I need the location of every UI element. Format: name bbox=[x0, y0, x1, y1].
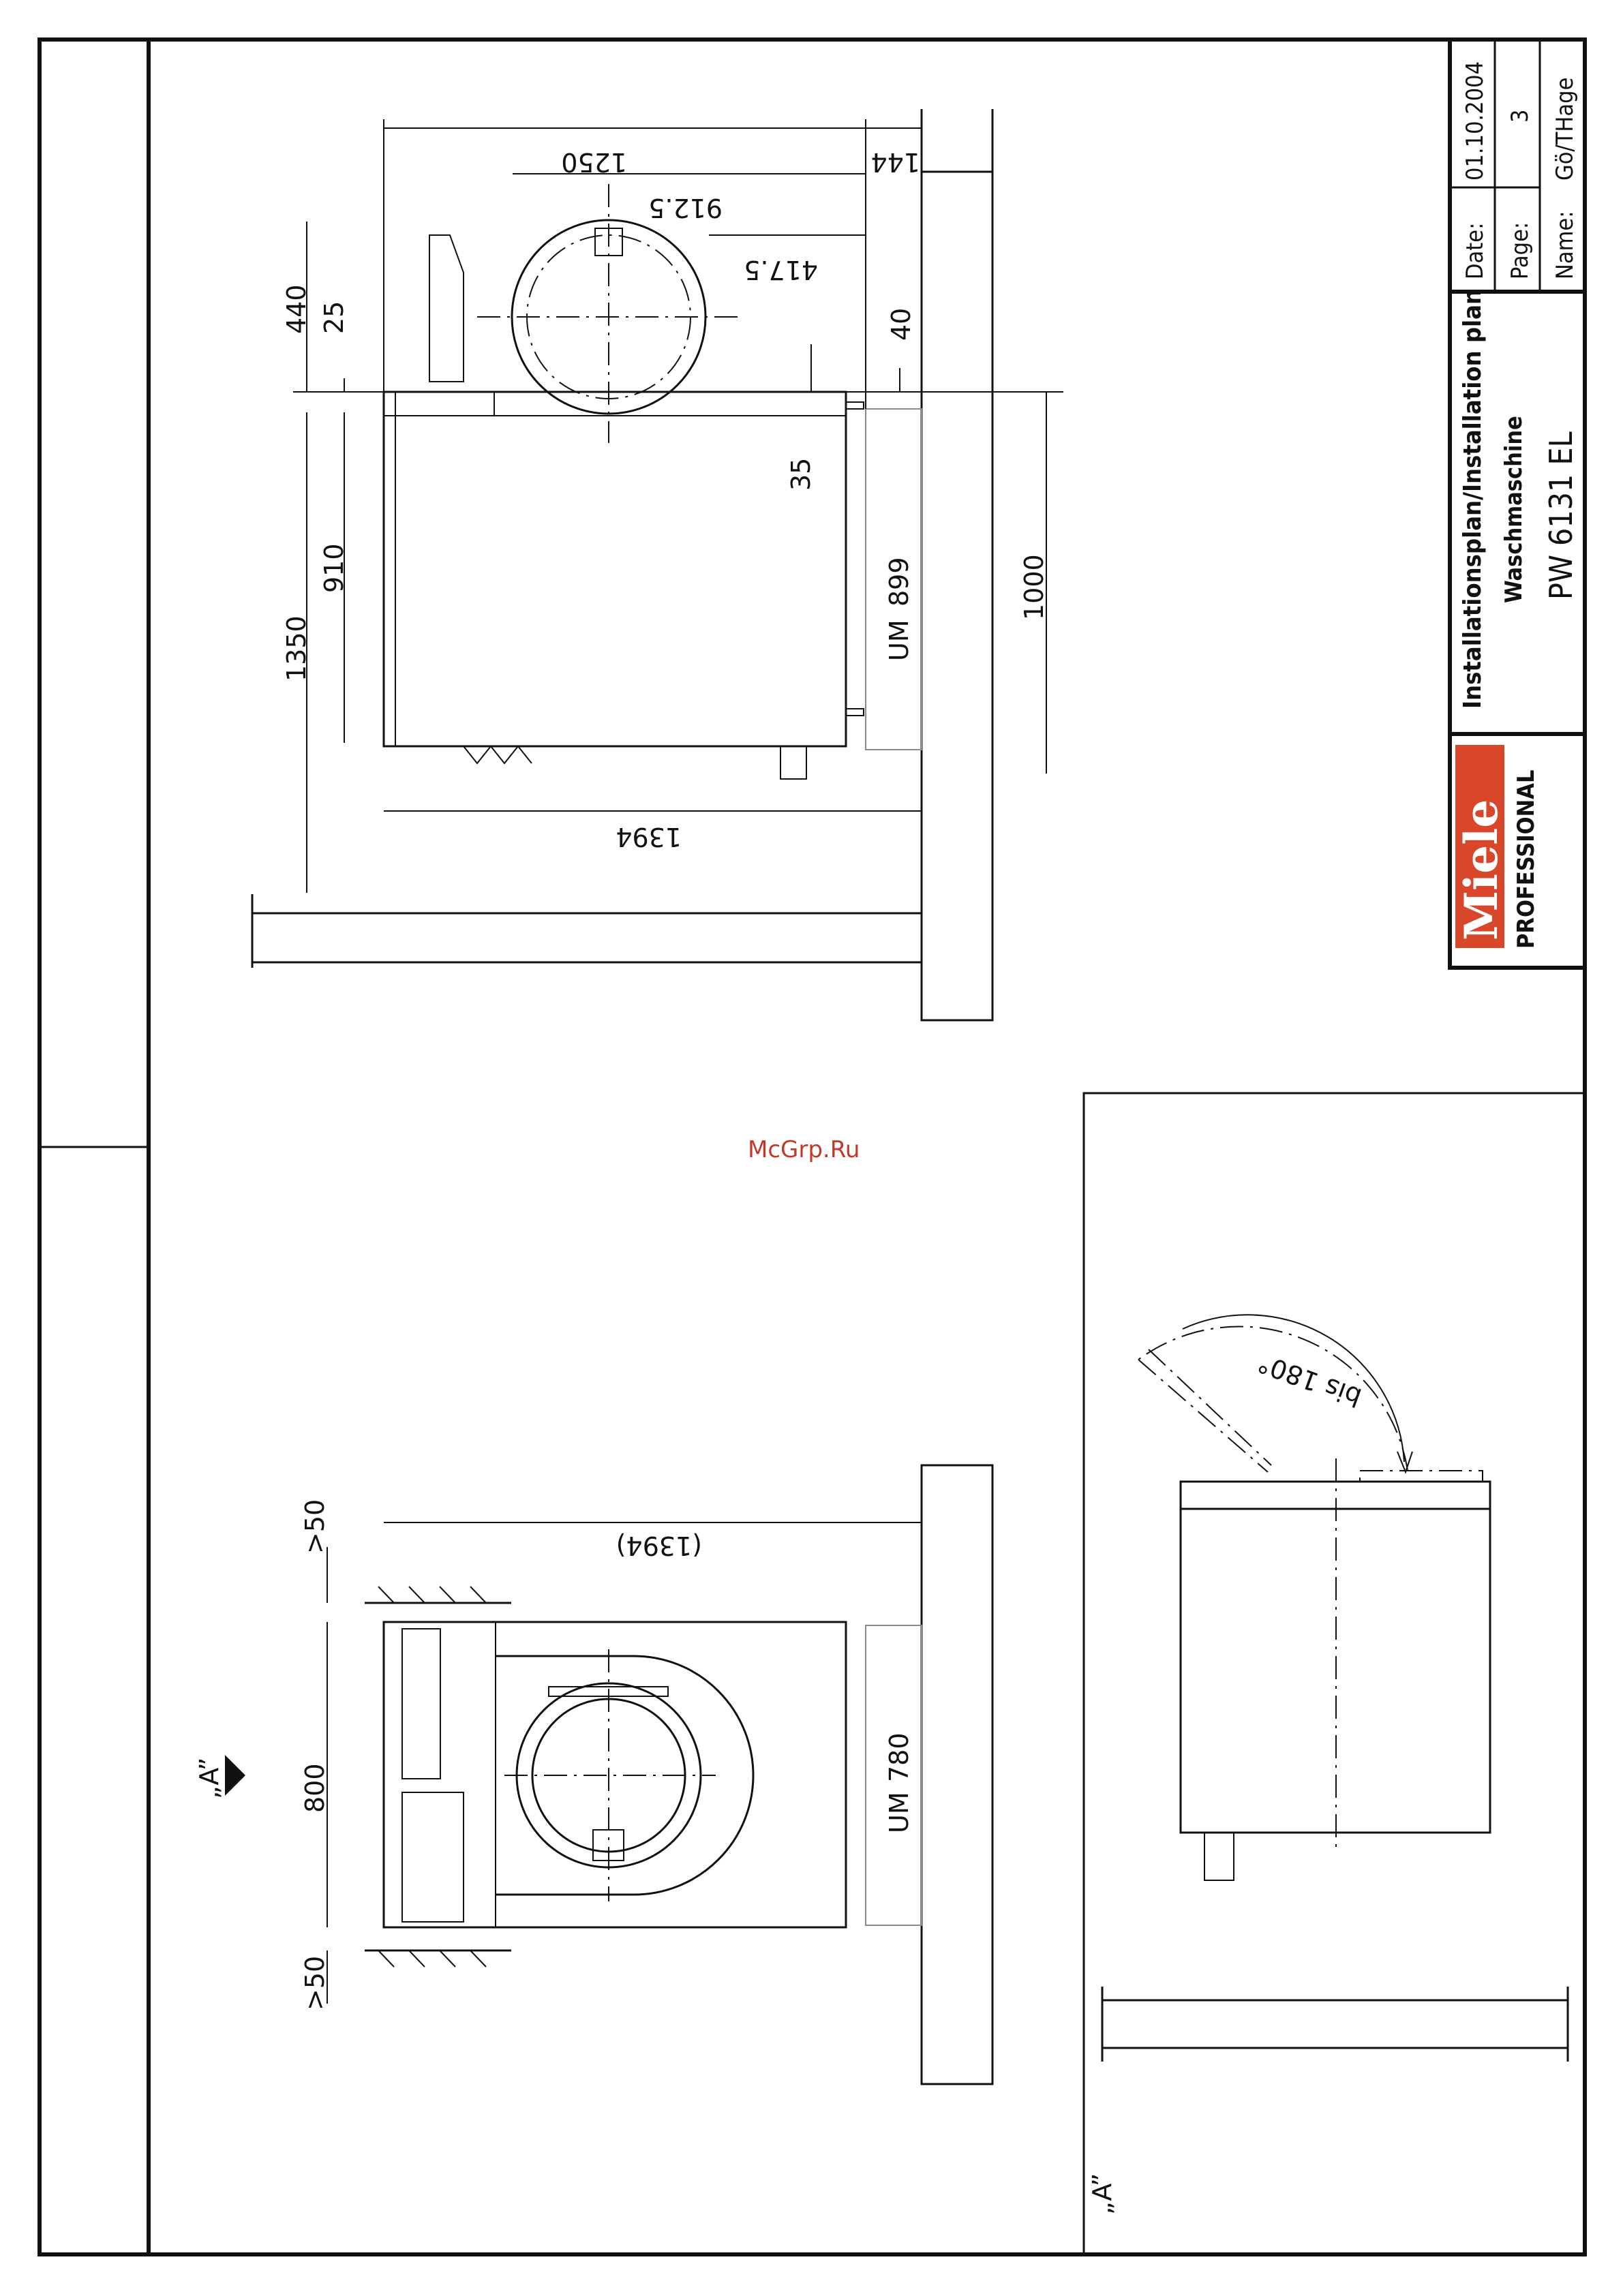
side-view-panel: bis 180° „A” bbox=[1084, 1093, 1585, 2254]
dim-1394-front: (1394) bbox=[616, 1531, 702, 1561]
name-value: Gö/THage bbox=[1551, 78, 1579, 181]
dim-25: 25 bbox=[319, 301, 349, 334]
um-label: UM bbox=[884, 619, 914, 661]
model-number: PW 6131 EL bbox=[1543, 431, 1579, 600]
brand-name: Miele bbox=[1455, 799, 1508, 940]
page-label: Page: bbox=[1506, 222, 1534, 279]
um-value: 899 bbox=[884, 557, 914, 607]
machine-type: Waschmaschine bbox=[1500, 416, 1528, 603]
dim-440: 440 bbox=[282, 284, 312, 334]
miele-logo: Miele PROFESSIONAL bbox=[1455, 745, 1540, 949]
date-label: Date: bbox=[1461, 223, 1489, 279]
page-value: 3 bbox=[1506, 110, 1534, 123]
dim-912-5: 912.5 bbox=[648, 193, 723, 223]
view-marker-a-side: „A” bbox=[1087, 2173, 1117, 2215]
name-label: Name: bbox=[1551, 211, 1579, 279]
dim-144: 144 bbox=[870, 147, 920, 177]
dim-417-5: 417.5 bbox=[744, 255, 818, 285]
dim-35: 35 bbox=[786, 458, 816, 491]
dim-1250: 1250 bbox=[561, 147, 627, 177]
front-view: (1394) 800 >50 >50 UM 780 „A” bbox=[194, 1465, 992, 2084]
dim-50-bottom: >50 bbox=[300, 1956, 330, 2010]
watermark: McGrp.Ru bbox=[748, 1136, 860, 1163]
um-label-front: UM bbox=[884, 1792, 914, 1833]
view-marker-a: „A” bbox=[194, 1758, 224, 1799]
dim-1350: 1350 bbox=[282, 615, 312, 682]
door-swing-label: bis 180° bbox=[1254, 1347, 1365, 1412]
view-arrow-icon bbox=[225, 1755, 245, 1796]
brand-sub: PROFESSIONAL bbox=[1513, 770, 1540, 949]
um-value-front: 780 bbox=[884, 1732, 914, 1782]
dim-1000: 1000 bbox=[1019, 554, 1049, 620]
dim-800: 800 bbox=[300, 1763, 330, 1813]
dim-910: 910 bbox=[319, 543, 349, 593]
plan-title: Installationsplan/Installation plan bbox=[1459, 289, 1487, 709]
dim-50-top: >50 bbox=[300, 1499, 330, 1554]
top-view: 1250 912.5 417.5 144 440 25 40 35 910 13… bbox=[252, 109, 1063, 1020]
date-value: 01.10.2004 bbox=[1461, 61, 1489, 181]
title-block: Date: 01.10.2004 Page: 3 Name: Gö/THage … bbox=[1450, 40, 1585, 968]
dim-40: 40 bbox=[886, 308, 916, 341]
dim-1394: 1394 bbox=[616, 822, 682, 852]
